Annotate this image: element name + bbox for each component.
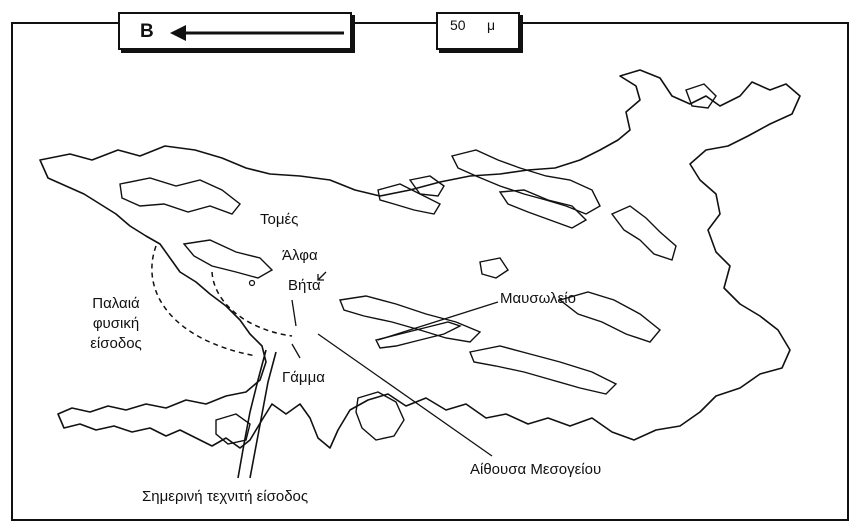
label-aithousa: Αίθουσα Μεσογείου [470, 461, 602, 478]
label-palaia-line1: Παλαιά [92, 295, 140, 312]
artificial-entrance-corridor-left [237, 349, 267, 479]
old-entrance-dashed-outer [151, 245, 257, 357]
cave-island-6 [610, 205, 677, 261]
label-palaia-line2: φυσική [92, 315, 140, 332]
scale-bar-box: 50 μ [436, 12, 520, 50]
cave-island-7 [339, 295, 482, 343]
leader-vita [291, 299, 297, 327]
arrow-left-icon [170, 25, 344, 41]
cave-island-8 [469, 345, 618, 395]
cave-island-12 [685, 83, 717, 109]
cave-island-13 [408, 175, 445, 197]
map-frame [11, 22, 849, 521]
label-mausoleio: Μαυσωλείο [500, 290, 576, 307]
cave-island-11 [215, 413, 251, 445]
leader-mausoleio [377, 301, 499, 341]
cave-island-3 [450, 149, 601, 215]
mausoleum-passage [374, 321, 462, 349]
leader-aithousa [317, 333, 493, 457]
label-gamma: Γάμμα [282, 369, 325, 386]
cave-island-9 [558, 291, 661, 343]
label-vita: Βήτα [288, 277, 321, 294]
scale-value: 50 [450, 17, 466, 33]
leader-gamma [291, 343, 301, 359]
old-entrance-dashed-inner [211, 271, 293, 337]
vita-pointer-arrow [317, 271, 327, 281]
cave-island-2 [377, 183, 441, 215]
north-arrow-box: Β [118, 12, 352, 50]
artificial-entrance-corridor-right [249, 351, 277, 479]
label-simerini: Σημερινή τεχνιτή είσοδος [142, 488, 309, 505]
cave-outline-main [39, 69, 801, 449]
cave-island-10 [355, 391, 405, 441]
cave-knot [248, 279, 256, 287]
label-tomes: Τομές [260, 211, 299, 228]
cave-island-14 [479, 257, 509, 279]
north-letter: Β [140, 21, 154, 42]
label-palaia-line3: είσοδος [90, 335, 142, 352]
cave-island-1 [119, 177, 241, 215]
cave-island-5 [182, 239, 274, 279]
label-alfa: Άλφα [282, 247, 318, 264]
vita-pointer-arrowhead [317, 274, 324, 281]
scale-unit: μ [487, 17, 496, 33]
cave-island-4 [498, 189, 588, 229]
